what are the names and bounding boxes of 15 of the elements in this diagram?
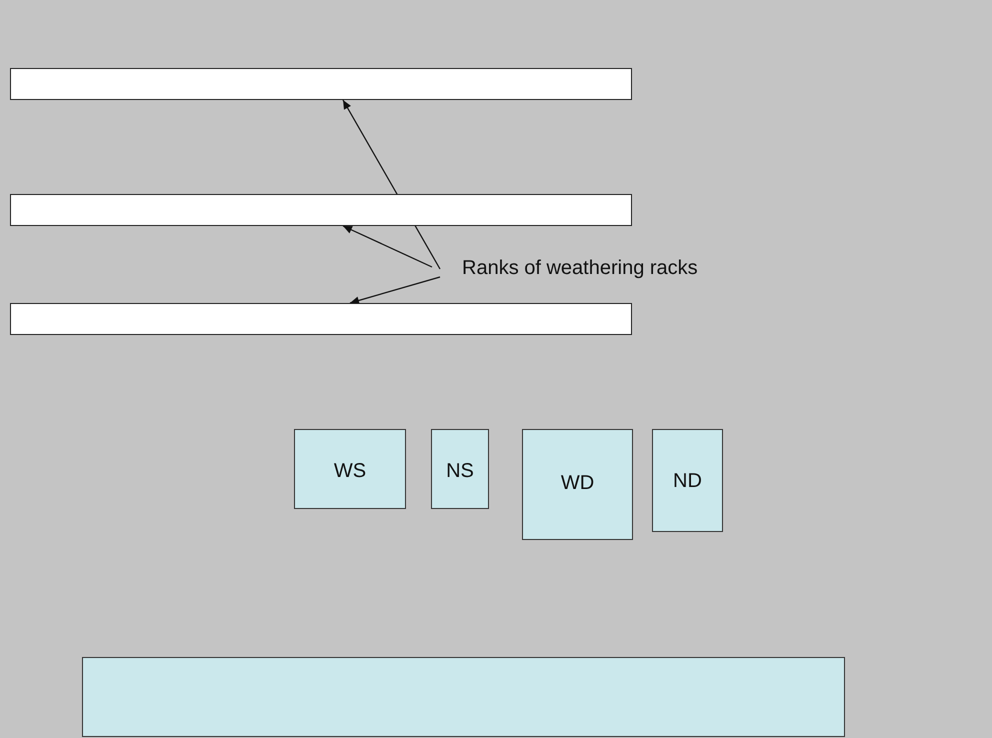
- rack-bar: [10, 68, 632, 100]
- test-box: [652, 429, 723, 532]
- room-label: ND: [673, 470, 702, 494]
- leader-arrow: [350, 276, 440, 304]
- leader-arrow: [342, 225, 432, 268]
- room-label: WS: [334, 460, 366, 484]
- building-block: [82, 657, 845, 737]
- test-box: [431, 429, 489, 509]
- test-box: [522, 429, 633, 540]
- rack-bar: [10, 194, 632, 226]
- room-label: NS: [446, 460, 474, 484]
- rack-bar: [10, 303, 632, 335]
- room-label: WD: [560, 472, 594, 496]
- test-box: [294, 429, 406, 509]
- callout-label: Ranks of weathering racks: [462, 257, 698, 280]
